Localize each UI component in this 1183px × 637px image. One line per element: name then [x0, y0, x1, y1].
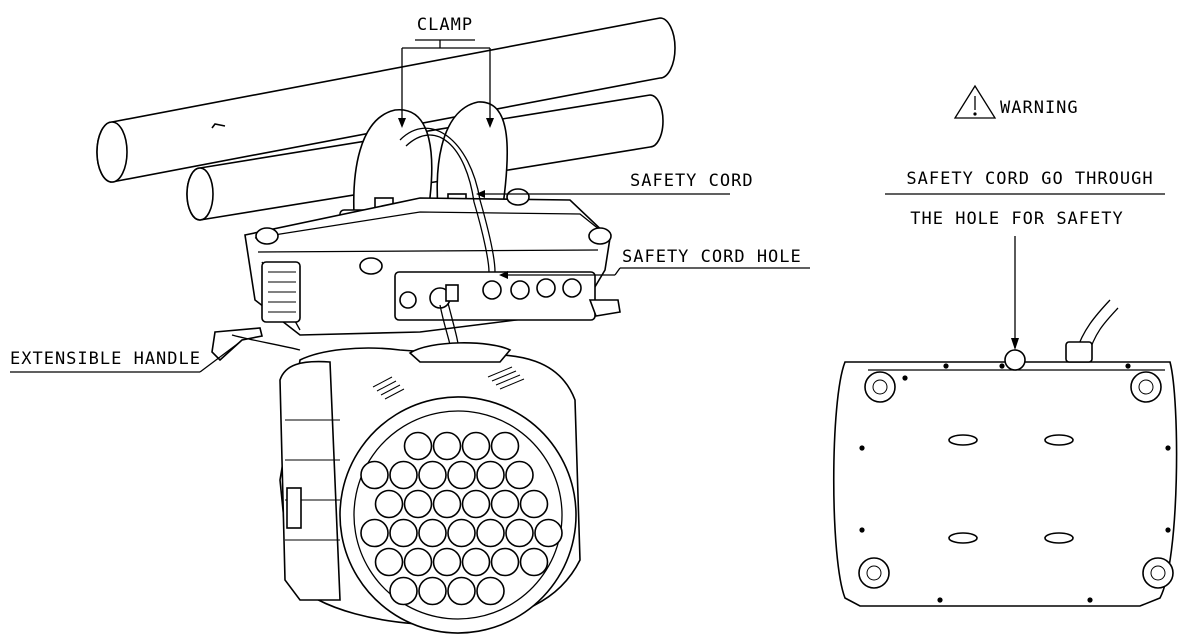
led-lens: [418, 576, 447, 606]
warning-triangle-icon: [953, 84, 997, 119]
led-lens: [360, 460, 389, 490]
vent-right: [487, 366, 525, 390]
led-lens: [476, 460, 505, 490]
led-lens: [432, 489, 462, 519]
led-lens: [490, 489, 520, 519]
led-lens: [447, 518, 476, 548]
led-lens: [476, 518, 505, 548]
led-lens-array: [360, 431, 563, 606]
fixture-head: [279, 342, 581, 634]
led-lens: [374, 547, 404, 577]
leader-lines: [10, 39, 1165, 373]
label-extensible-handle: EXTENSIBLE HANDLE: [10, 349, 201, 369]
plate-screw: [937, 597, 943, 603]
led-lens: [418, 460, 447, 490]
safety-cord: [399, 127, 496, 273]
plate-screw: [943, 363, 949, 369]
label-warning: WARNING: [1000, 98, 1079, 118]
led-lens: [432, 547, 462, 577]
led-lens: [490, 547, 520, 577]
warning-text-line1: SAFETY CORD GO THROUGH: [906, 169, 1153, 189]
plate-screw: [1087, 597, 1093, 603]
led-lens: [505, 518, 534, 548]
fixture-base: [211, 188, 621, 362]
led-lens: [360, 518, 389, 548]
led-lens: [389, 518, 418, 548]
plate-screw: [859, 445, 865, 451]
bottom-plate: [832, 299, 1178, 607]
led-lens: [461, 431, 491, 461]
led-lens: [403, 431, 433, 461]
led-lens: [447, 576, 476, 606]
plate-screw: [999, 363, 1005, 369]
led-lens: [403, 489, 433, 519]
led-lens: [476, 576, 505, 606]
led-lens: [447, 460, 476, 490]
label-safety-cord-hole: SAFETY CORD HOLE: [622, 247, 802, 267]
plate-screw: [902, 375, 908, 381]
led-lens: [389, 576, 418, 606]
mount-slots: [948, 434, 1074, 544]
led-lens: [461, 489, 491, 519]
led-lens: [505, 460, 534, 490]
plate-screw: [1165, 445, 1171, 451]
led-lens: [432, 431, 462, 461]
led-lens: [534, 518, 563, 548]
label-safety-cord: SAFETY CORD: [630, 171, 754, 191]
plate-screw: [1125, 363, 1131, 369]
plate-screw: [1165, 527, 1171, 533]
warning-text-line2: THE HOLE FOR SAFETY: [910, 209, 1123, 229]
vent-left: [372, 376, 405, 400]
led-lens: [389, 460, 418, 490]
led-lens: [461, 547, 491, 577]
plate-screw: [859, 527, 865, 533]
led-lens: [519, 547, 549, 577]
led-lens: [374, 489, 404, 519]
led-lens: [490, 431, 520, 461]
plate-screws: [859, 363, 1171, 603]
led-lens: [519, 489, 549, 519]
label-clamp: CLAMP: [417, 15, 473, 35]
led-lens: [418, 518, 447, 548]
led-lens: [403, 547, 433, 577]
